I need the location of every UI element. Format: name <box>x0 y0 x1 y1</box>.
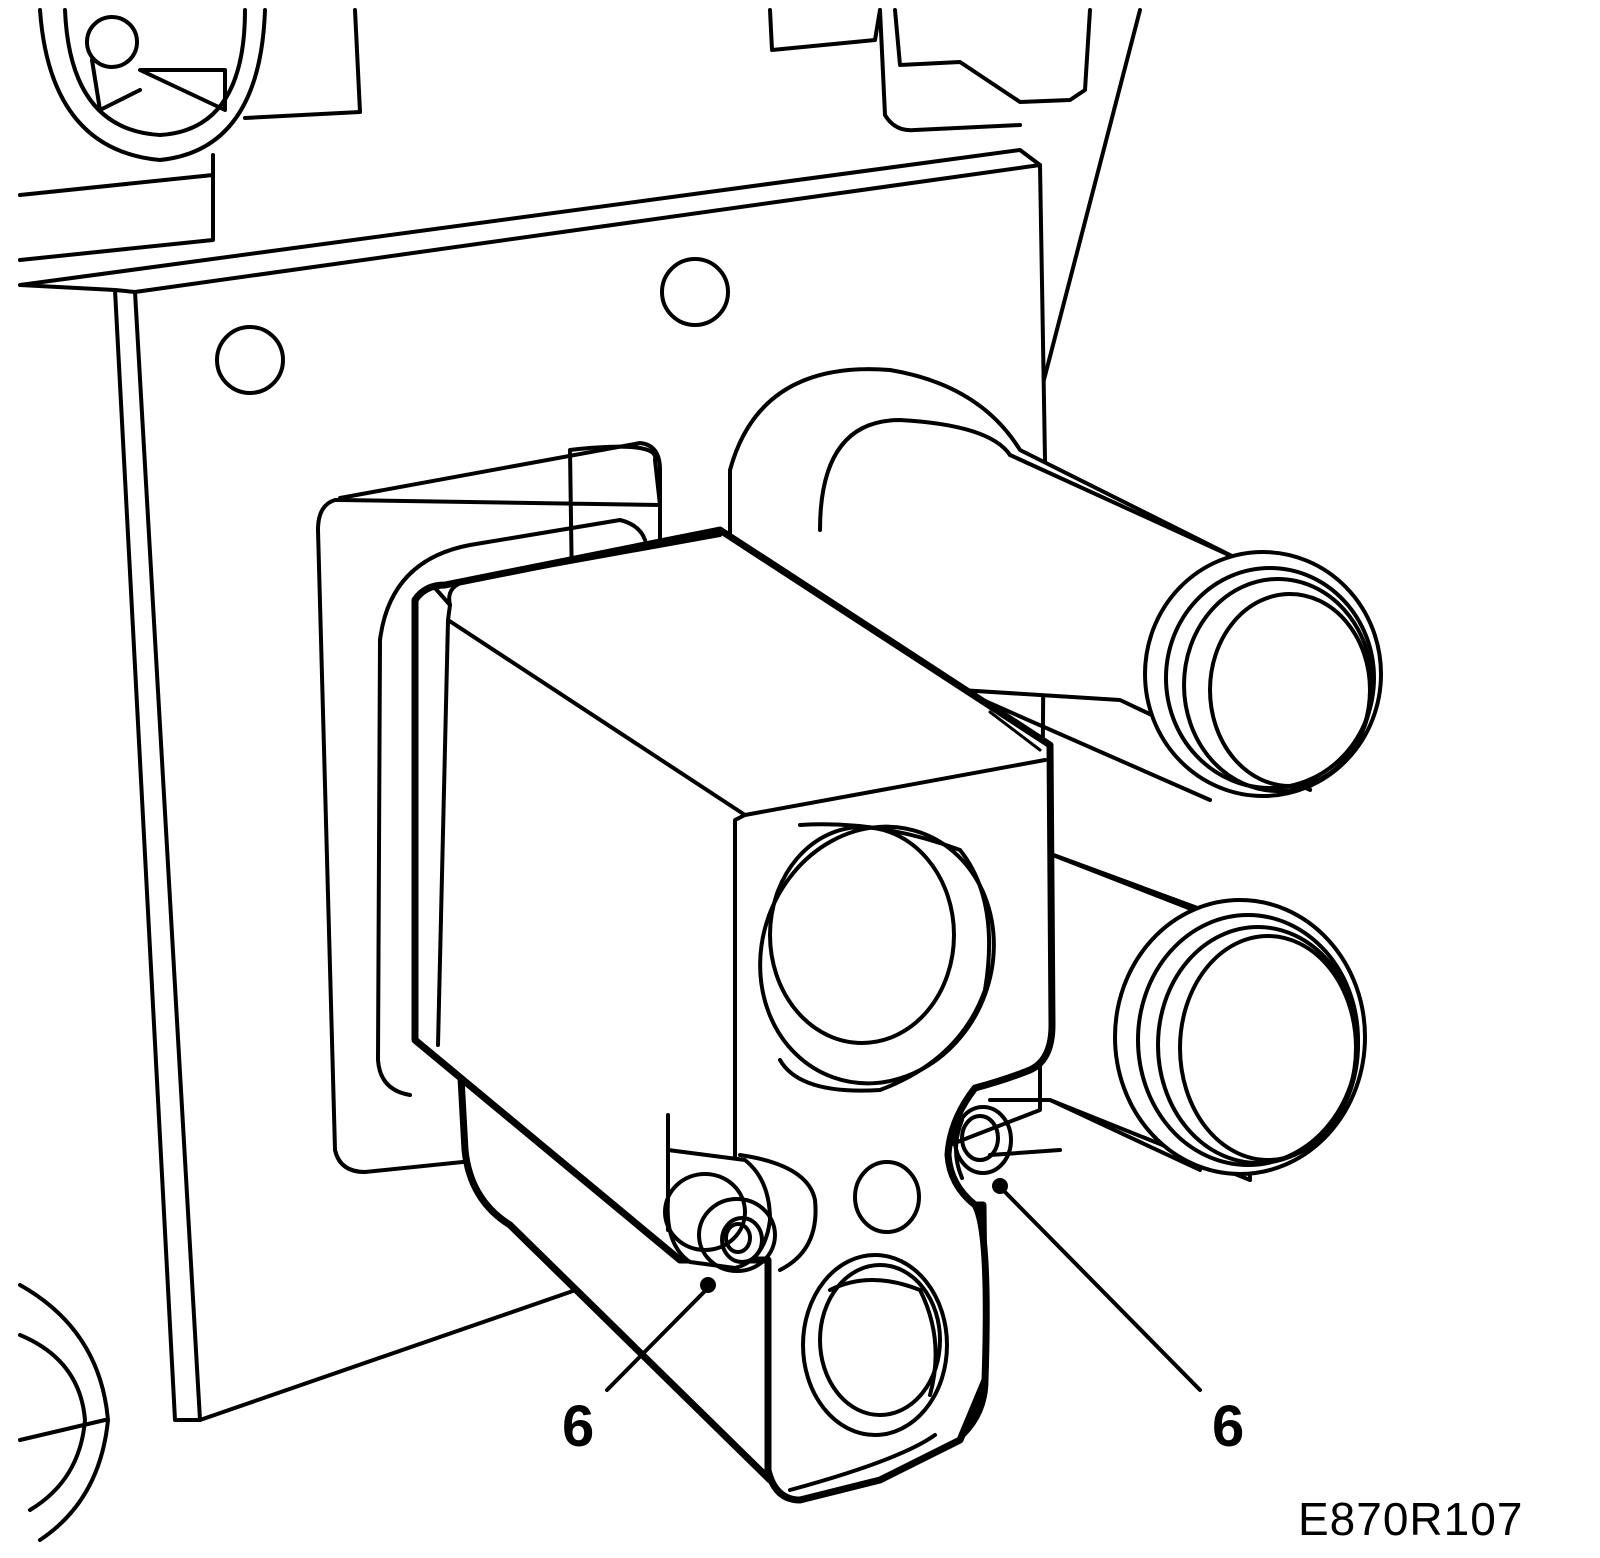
callout-right-dot <box>992 1178 1008 1194</box>
center-hole <box>853 1160 921 1234</box>
top-left-fitting <box>18 8 362 262</box>
mounting-stud-right <box>953 1105 1013 1180</box>
top-right-bracket <box>768 8 1142 397</box>
callout-label-right: 6 <box>1212 1394 1245 1459</box>
callout-label-left: 6 <box>562 1394 595 1459</box>
bottom-left-fitting <box>18 1283 110 1542</box>
callout-left-dot <box>700 1277 716 1293</box>
lower-port <box>801 1253 949 1437</box>
mounting-stud-left <box>663 1113 818 1273</box>
lower-pipe <box>988 848 1367 1182</box>
callout-leaders <box>605 1178 1202 1392</box>
figure-code: E870R107 <box>1298 1493 1524 1545</box>
expansion-valve-block <box>411 526 1056 1504</box>
callout-left-leader <box>605 1288 708 1392</box>
callout-right-leader <box>1003 1190 1202 1392</box>
